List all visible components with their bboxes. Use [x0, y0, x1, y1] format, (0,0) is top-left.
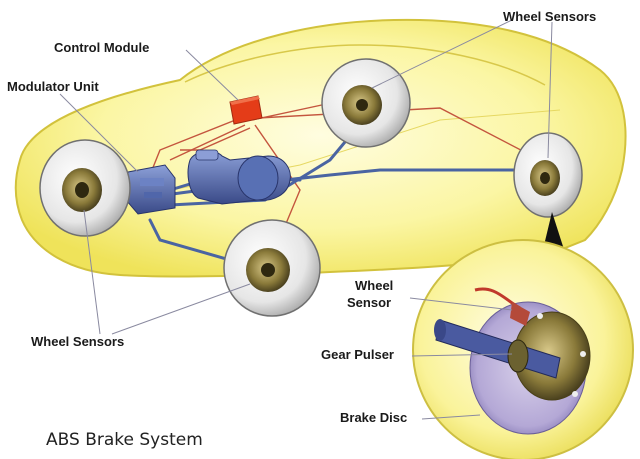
brake-disc-label: Brake Disc — [340, 410, 408, 425]
wheel-rear-right — [513, 132, 583, 218]
wheel-front-left — [39, 139, 131, 237]
control-module-label: Control Module — [54, 40, 150, 55]
wheel-sensors-top-label: Wheel Sensors — [503, 9, 597, 24]
wheel-front-right — [223, 219, 321, 317]
wheel-sensors-bottom-label: Wheel Sensors — [31, 334, 125, 349]
master-cylinder — [187, 149, 291, 205]
wheel-sensor-label-line2: Sensor — [347, 295, 392, 310]
wheel-sensor-label-line1: Wheel — [355, 278, 394, 293]
car-body — [14, 18, 627, 278]
gear-pulser-label: Gear Pulser — [321, 347, 394, 362]
wheel-rear-left — [321, 58, 411, 148]
modulator-unit-label: Modulator Unit — [7, 79, 99, 94]
sensor-detail-inset — [412, 239, 634, 459]
modulator-unit — [125, 164, 176, 215]
leader-lines — [59, 19, 553, 420]
control-module — [229, 95, 263, 125]
diagram-title: ABS Brake System — [46, 430, 203, 450]
